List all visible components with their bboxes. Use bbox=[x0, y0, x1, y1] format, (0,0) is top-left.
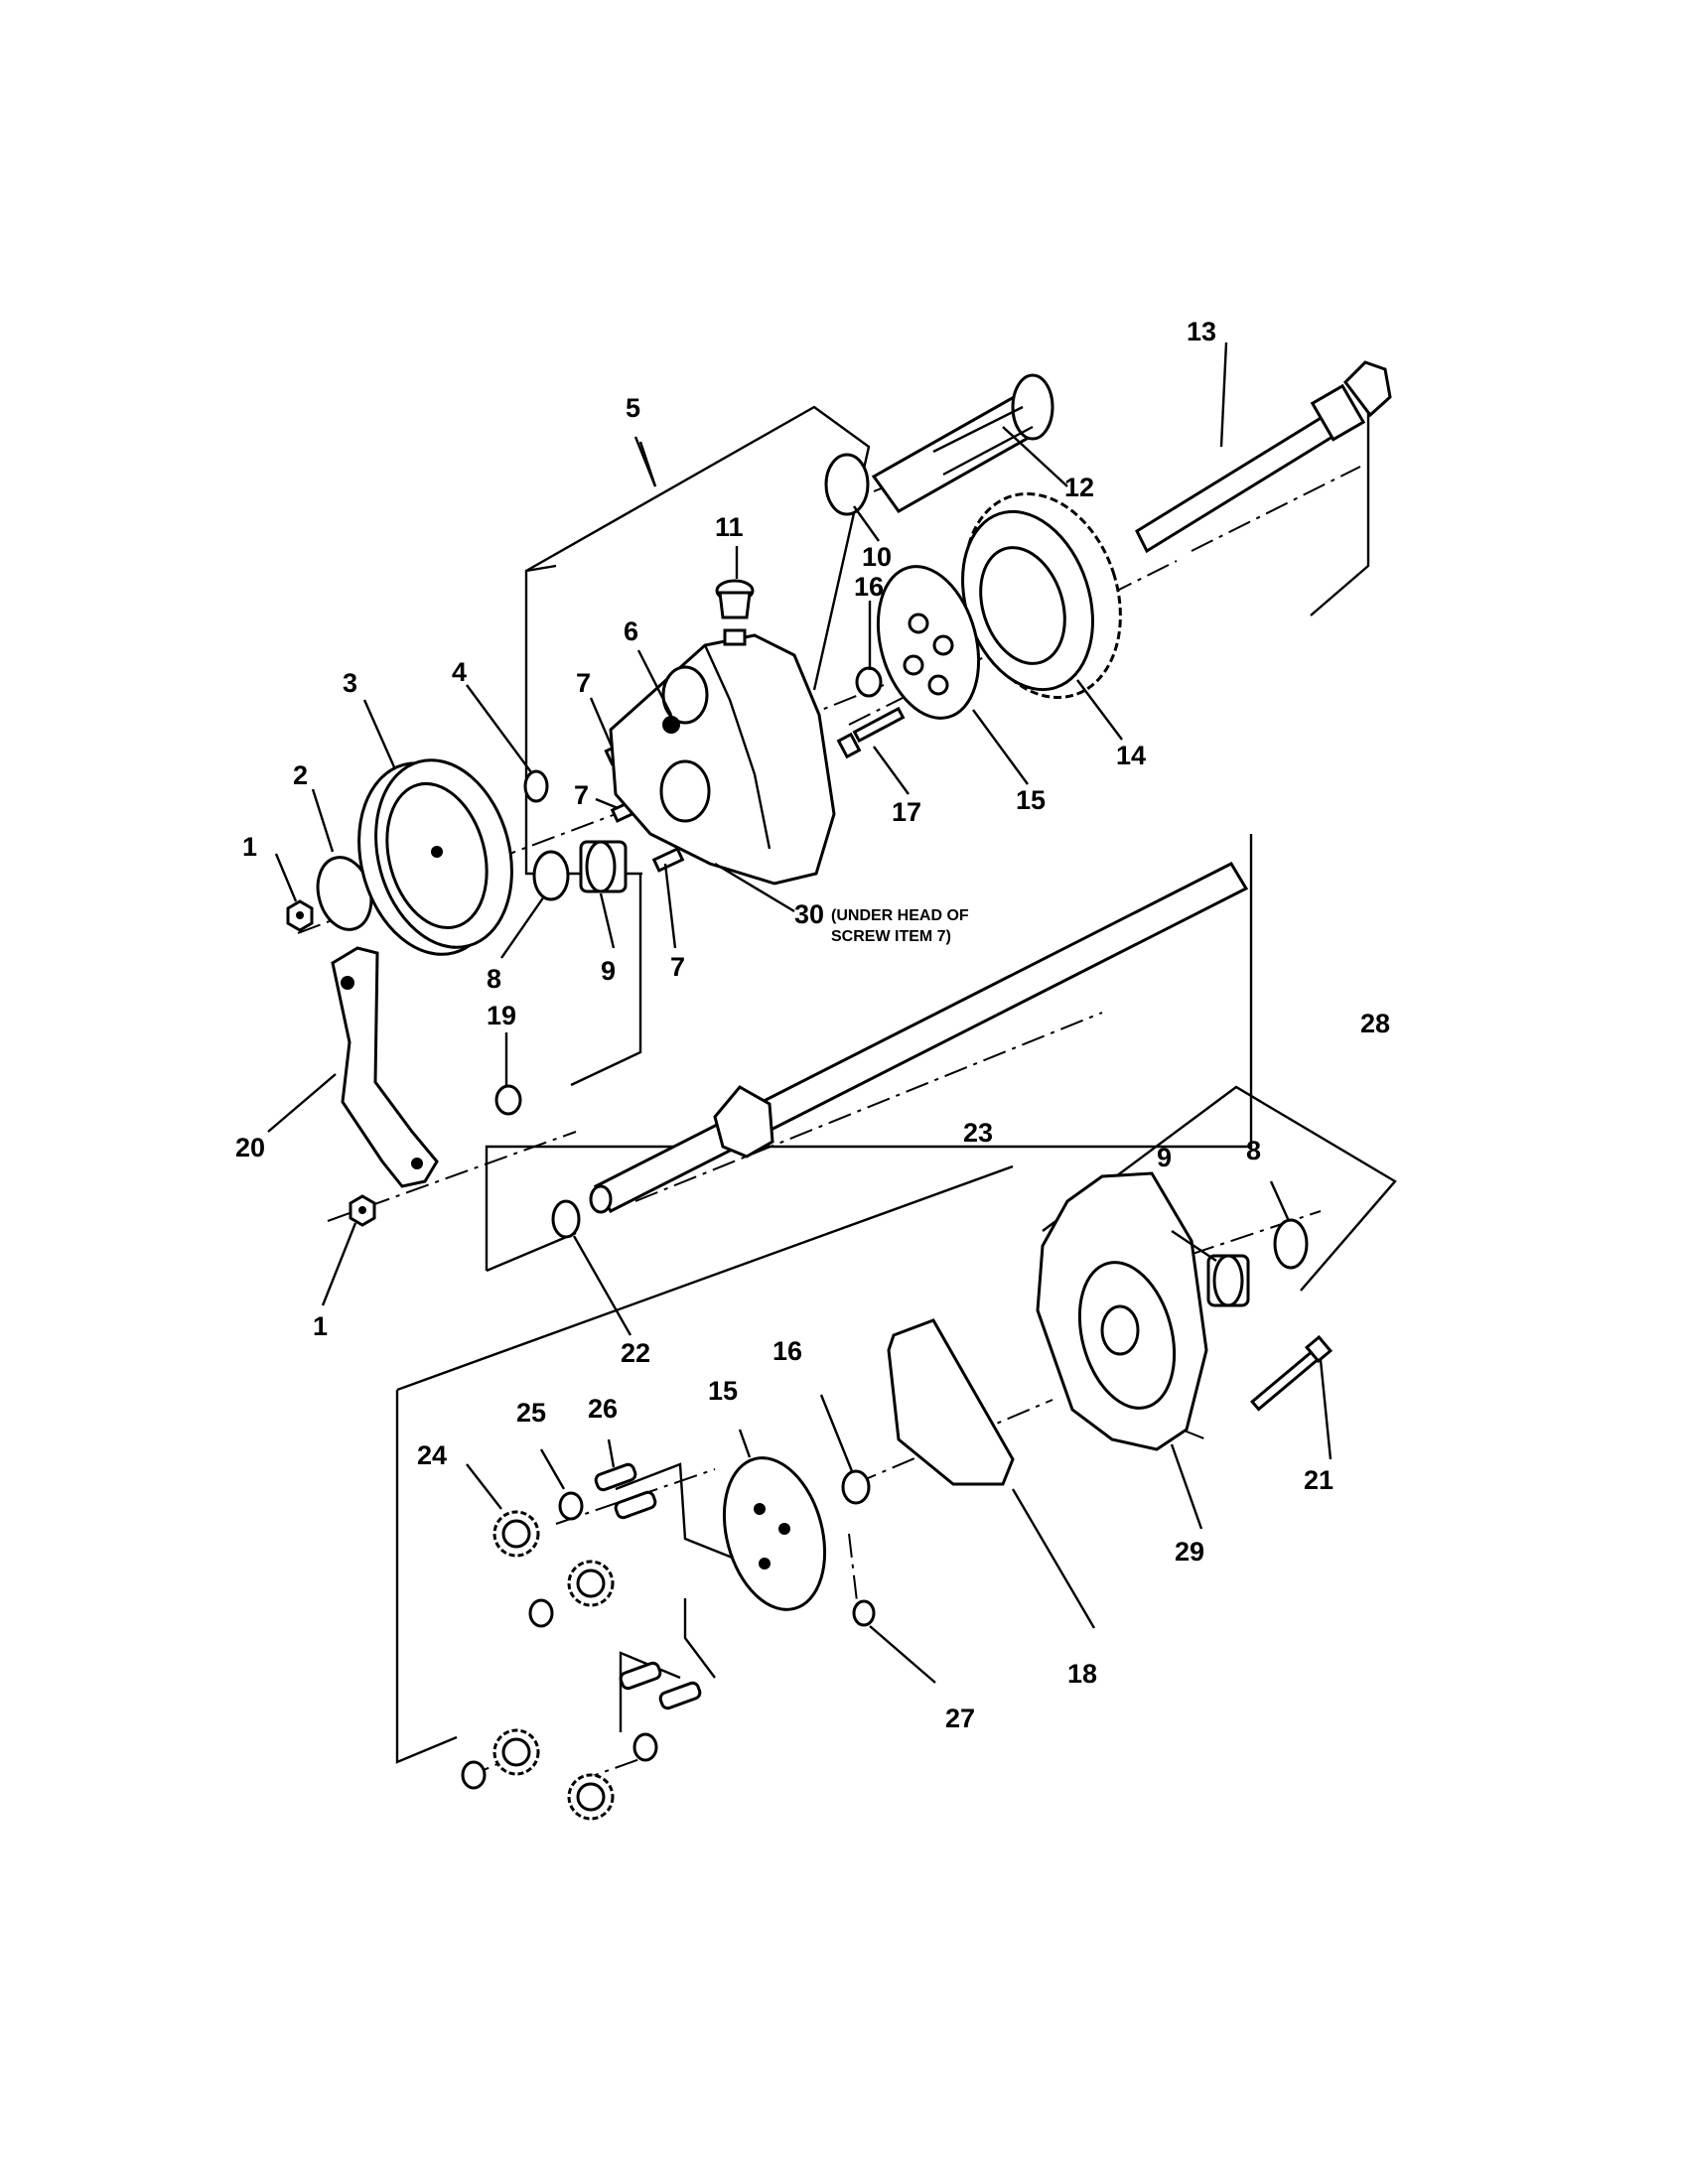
callout-7: 7 bbox=[574, 780, 589, 810]
callout-30-note-line2: SCREW ITEM 7) bbox=[831, 928, 951, 945]
callout-12: 12 bbox=[1064, 473, 1094, 502]
bolt-part-17 bbox=[836, 706, 906, 759]
callout-4: 4 bbox=[452, 657, 467, 687]
washer-part-16a bbox=[855, 666, 883, 698]
callout-30-note-line1: (UNDER HEAD OF bbox=[831, 907, 969, 924]
callout-11: 11 bbox=[715, 512, 744, 542]
callout-29: 29 bbox=[1175, 1537, 1204, 1567]
bracket-part-20 bbox=[331, 946, 439, 1188]
bearing-part-8b bbox=[1273, 1218, 1309, 1270]
bushing-part-9b bbox=[1206, 1254, 1250, 1307]
shaft-part-12 bbox=[871, 373, 1054, 513]
callout-2: 2 bbox=[293, 760, 308, 790]
washer-part-25b bbox=[528, 1598, 554, 1628]
plug-part-11 bbox=[715, 579, 755, 619]
gear-part-24b bbox=[567, 1560, 615, 1607]
bushing-part-9a bbox=[579, 840, 628, 893]
callout-15: 15 bbox=[1016, 785, 1046, 815]
callout-16: 16 bbox=[854, 572, 884, 602]
callout-10: 10 bbox=[862, 542, 892, 572]
callout-17: 17 bbox=[892, 797, 921, 827]
callout-3: 3 bbox=[343, 668, 357, 698]
washer-part-25c bbox=[461, 1760, 487, 1790]
callout-7: 7 bbox=[576, 668, 591, 698]
callout-7: 7 bbox=[670, 952, 685, 982]
bearing-part-8a bbox=[532, 850, 570, 901]
callout-5: 5 bbox=[626, 393, 640, 423]
bearing-part-10 bbox=[824, 453, 870, 516]
pin-part-26c bbox=[619, 1661, 662, 1691]
gear-part-24c bbox=[492, 1728, 540, 1776]
callout-19: 19 bbox=[487, 1001, 516, 1030]
nut-part-1a bbox=[286, 899, 314, 932]
label-leaders bbox=[267, 341, 1333, 1684]
washer-part-25a bbox=[558, 1491, 584, 1521]
callout-26: 26 bbox=[588, 1394, 618, 1424]
callout-labels: 1 2 3 4 5 6 7 7 7 8 9 10 11 12 13 14 15 … bbox=[235, 317, 1390, 1733]
pin-part-26d bbox=[658, 1681, 702, 1710]
washer-part-19 bbox=[494, 1084, 522, 1116]
callout-20: 20 bbox=[235, 1133, 265, 1162]
gear-part-14 bbox=[961, 491, 1122, 700]
callout-18: 18 bbox=[1067, 1659, 1097, 1689]
pulley-part-3 bbox=[357, 758, 513, 956]
callout-15: 15 bbox=[708, 1376, 738, 1406]
gear-part-24a bbox=[492, 1510, 540, 1558]
housing-part-29 bbox=[1036, 1171, 1208, 1451]
shaft-part-23 bbox=[589, 862, 1249, 1214]
callout-1: 1 bbox=[313, 1311, 328, 1341]
callout-9: 9 bbox=[1157, 1143, 1172, 1172]
callout-13: 13 bbox=[1187, 317, 1216, 346]
callout-16: 16 bbox=[772, 1336, 802, 1366]
washer-part-4 bbox=[523, 769, 549, 803]
callout-9: 9 bbox=[601, 956, 616, 986]
callout-14: 14 bbox=[1116, 741, 1146, 770]
callout-8: 8 bbox=[1246, 1136, 1261, 1165]
parts bbox=[286, 360, 1392, 1821]
gear-part-24d bbox=[567, 1773, 615, 1821]
callout-28: 28 bbox=[1360, 1009, 1390, 1038]
carrier-part-15b bbox=[722, 1456, 827, 1611]
callout-8: 8 bbox=[487, 964, 501, 994]
callout-24: 24 bbox=[417, 1440, 447, 1470]
washer-part-25d bbox=[632, 1732, 658, 1762]
housing-part-5 bbox=[609, 628, 836, 886]
screw-part-7c bbox=[651, 847, 685, 873]
bolt-part-21 bbox=[1250, 1334, 1333, 1412]
callout-21: 21 bbox=[1304, 1465, 1333, 1495]
callout-25: 25 bbox=[516, 1398, 546, 1428]
callout-30: 30 bbox=[794, 899, 824, 929]
shaft-part-13 bbox=[1135, 360, 1392, 554]
callout-6: 6 bbox=[624, 616, 638, 646]
nut-part-1b bbox=[349, 1194, 376, 1227]
callout-27: 27 bbox=[945, 1704, 975, 1733]
washer-part-16b bbox=[841, 1469, 871, 1505]
gasket-part-18 bbox=[887, 1318, 1015, 1486]
pin-part-26a bbox=[594, 1462, 637, 1492]
callout-1: 1 bbox=[242, 832, 257, 862]
carrier-part-15a bbox=[876, 565, 981, 720]
callout-22: 22 bbox=[621, 1338, 650, 1368]
callout-23: 23 bbox=[963, 1118, 993, 1148]
nut-part-27 bbox=[852, 1599, 876, 1627]
pin-part-26b bbox=[614, 1490, 657, 1520]
bushing-part-22 bbox=[551, 1199, 581, 1239]
